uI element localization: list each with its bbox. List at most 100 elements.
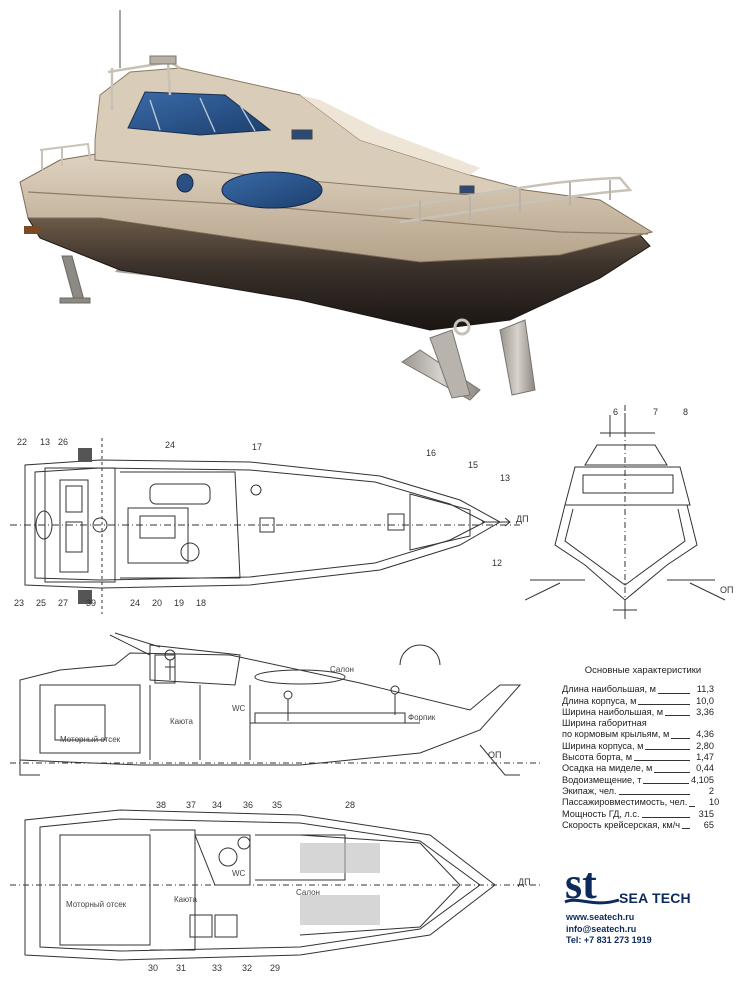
spec-label: Экипаж, чел. [562, 785, 617, 796]
spec-label: Осадка на миделе, м [562, 763, 653, 774]
specifications-table: Основные характеристики Длина наибольшая… [562, 665, 719, 831]
spec-label: Водоизмещение, т [562, 774, 642, 785]
windshield [127, 91, 272, 136]
spec-label: Длина наибольшая, м [562, 684, 656, 695]
spec-label: Мощность ГД, л.с. [562, 808, 640, 819]
spec-value: 1,47 [696, 752, 714, 763]
spec-value: 10,0 [696, 695, 714, 706]
phone-number: Tel: +7 831 273 1919 [566, 935, 652, 945]
spec-row: Длина корпуса, м 10,0 [562, 696, 714, 707]
plan-callout-17: 17 [252, 442, 263, 452]
lower-callout-30: 30 [148, 963, 159, 973]
st-logo-mark: st [564, 859, 620, 908]
spec-row: Скорость крейсерская, км/ч 65 [562, 820, 714, 831]
spec-label: по кормовым крыльям, м [562, 729, 670, 740]
spec-value: 10 [709, 797, 720, 808]
side-op-label: ОП [488, 750, 502, 760]
plan-callout-22: 22 [17, 437, 28, 447]
spec-value: 3,36 [696, 706, 714, 717]
spec-row: Экипаж, чел. 2 [562, 786, 714, 797]
spec-label: Скорость крейсерская, км/ч [562, 819, 681, 830]
lower-callout-33: 33 [212, 963, 223, 973]
spec-value: 11,3 [696, 684, 714, 695]
spec-row: Длина наибольшая, м 11,3 [562, 684, 714, 695]
spec-label: Длина корпуса, м [562, 695, 637, 706]
front-callout-8: 8 [683, 407, 689, 417]
side-kayuta-label: Каюта [170, 717, 193, 726]
front-op-label: ОП [720, 585, 734, 595]
lower-salon-label: Салон [296, 888, 320, 897]
lower-callout-38: 38 [156, 800, 167, 810]
side-salon-label: Салон [330, 665, 354, 674]
plan-callout-13: 13 [40, 437, 51, 447]
plan-callout-24: 24 [165, 440, 176, 450]
front-callout-6: 6 [613, 407, 619, 417]
deck-plan-view: 22 13 26 24 17 16 15 13 ДП 12 23 25 27 3… [0, 410, 530, 625]
front-callout-7: 7 [653, 407, 659, 417]
lower-deck-plan-view: 38 37 34 36 35 28 WC Салон Каюта Моторны… [0, 795, 550, 990]
plan-callout-18: 18 [196, 598, 207, 608]
spec-row: Мощность ГД, л.с. 315 [562, 809, 714, 820]
lower-wc-label: WC [232, 869, 246, 878]
plan-callout-15: 15 [468, 460, 479, 470]
plan-callout-12: 12 [492, 558, 503, 568]
specifications-title: Основные характеристики [584, 665, 702, 676]
spec-row: Ширина габоритная [562, 718, 714, 729]
email-link[interactable]: info@seatech.ru [566, 923, 637, 934]
spec-value: 65 [703, 819, 714, 830]
plan-callout-27: 27 [58, 598, 69, 608]
lower-callout-36: 36 [243, 800, 254, 810]
front-view: 6 7 8 ОП [525, 405, 750, 625]
spec-row: Ширина корпуса, м 2,80 [562, 741, 714, 752]
porthole-small [176, 173, 194, 193]
website-link[interactable]: www.seatech.ru [566, 912, 635, 922]
boat-render [0, 0, 750, 410]
plan-callout-16: 16 [426, 448, 437, 458]
plan-callout-19: 19 [174, 598, 185, 608]
spec-value: 315 [698, 808, 714, 819]
lower-kayuta-label: Каюта [174, 895, 197, 904]
side-wc-label: WC [232, 704, 246, 713]
lower-callout-32: 32 [242, 963, 253, 973]
plan-callout-23: 23 [14, 598, 25, 608]
spec-row: по кормовым крыльям, м 4,36 [562, 729, 714, 740]
spec-row: Осадка на миделе, м 0,44 [562, 763, 714, 774]
plan-callout-39: 39 [86, 598, 97, 608]
plan-callout-13-bow: 13 [500, 473, 511, 483]
lower-callout-37: 37 [186, 800, 197, 810]
porthole-large [221, 171, 323, 209]
spec-row: Пассажировместимость, чел. 10 [562, 797, 719, 808]
spec-value: 2,80 [696, 740, 714, 751]
spec-row: Ширина наибольшая, м 3,36 [562, 707, 714, 718]
lower-engine-label: Моторный отсек [66, 900, 127, 909]
spec-label: Пассажировместимость, чел. [562, 797, 688, 808]
side-engine-label: Моторный отсек [60, 735, 121, 744]
bow-rail [379, 176, 633, 224]
spec-value: 4,36 [696, 729, 714, 740]
plan-callout-26: 26 [58, 437, 69, 447]
lower-callout-29: 29 [270, 963, 281, 973]
spec-label: Ширина корпуса, м [562, 740, 644, 751]
lower-callout-31: 31 [176, 963, 187, 973]
plan-dp-label: ДП [516, 514, 529, 524]
lower-dp-label: ДП [518, 877, 531, 887]
lower-callout-34: 34 [212, 800, 223, 810]
contact-info: www.seatech.ru info@seatech.ru Tel: +7 8… [566, 912, 652, 947]
plan-callout-24-b: 24 [130, 598, 141, 608]
brand-name: SEA TECH [619, 890, 691, 906]
spec-label: Ширина габоритная [562, 718, 647, 729]
spec-value: 4,105 [691, 774, 714, 785]
stand-rear [59, 255, 91, 304]
plan-callout-20: 20 [152, 598, 163, 608]
plan-callout-25: 25 [36, 598, 47, 608]
spec-value: 0,44 [696, 763, 714, 774]
side-forepeak-label: Форпик [408, 713, 436, 722]
spec-label: Высота борта, м [562, 752, 633, 763]
spec-row: Водоизмещение, т 4,105 [562, 775, 714, 786]
lower-callout-28: 28 [345, 800, 356, 810]
spec-label: Ширина наибольшая, м [562, 706, 664, 717]
spec-value: 2 [708, 785, 714, 796]
spec-row: Высота борта, м 1,47 [562, 752, 714, 763]
lower-callout-35: 35 [272, 800, 283, 810]
side-profile-view: Салон Форпик WC Каюта Моторный отсек ОП [0, 625, 550, 790]
